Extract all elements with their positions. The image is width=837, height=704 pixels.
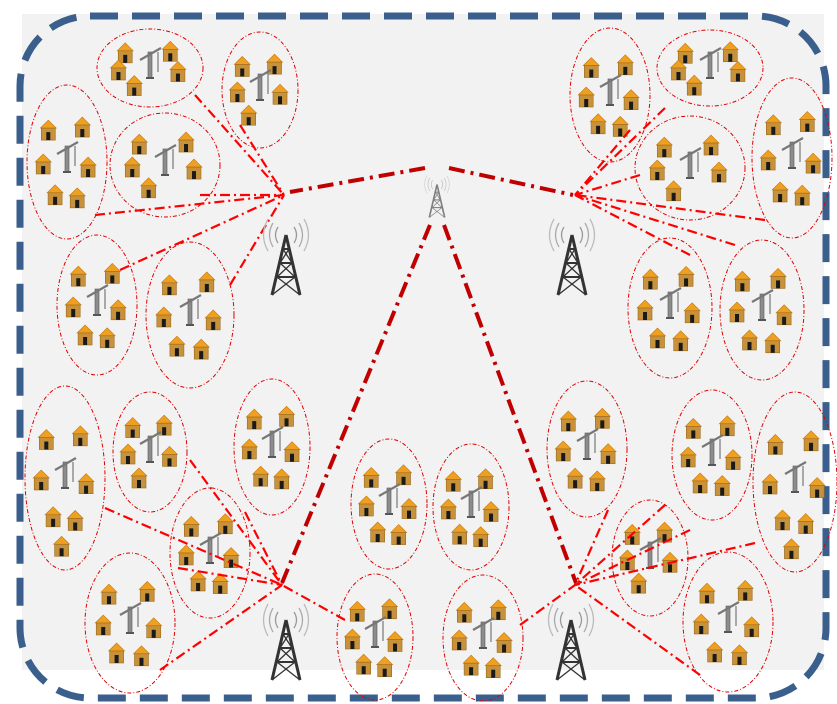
access-link bbox=[194, 94, 285, 196]
cluster-outline bbox=[627, 237, 713, 379]
cluster-outline bbox=[751, 77, 833, 239]
access-link bbox=[244, 511, 283, 586]
village-cluster bbox=[682, 551, 774, 693]
access-link bbox=[574, 193, 736, 247]
village-cluster bbox=[751, 77, 833, 239]
village-cluster bbox=[656, 29, 764, 107]
access-link bbox=[574, 193, 766, 222]
village-cluster bbox=[26, 84, 108, 240]
access-link bbox=[159, 584, 283, 671]
cluster-outline bbox=[350, 438, 428, 570]
village-cluster bbox=[442, 574, 524, 702]
access-link bbox=[573, 509, 610, 586]
access-link bbox=[574, 584, 701, 676]
access-link bbox=[239, 124, 285, 196]
access-link bbox=[574, 173, 641, 197]
village-cluster bbox=[350, 438, 428, 570]
backhaul-link bbox=[442, 224, 578, 584]
backhaul-links bbox=[280, 166, 578, 584]
cluster-outline bbox=[169, 487, 251, 619]
village-cluster bbox=[112, 391, 188, 513]
access-links bbox=[94, 94, 766, 676]
access-link bbox=[104, 506, 283, 587]
access-link bbox=[94, 193, 285, 217]
cluster-outline bbox=[84, 552, 176, 694]
cluster-outline bbox=[569, 27, 651, 163]
cluster-outline bbox=[96, 28, 204, 108]
cluster-outline bbox=[634, 115, 746, 221]
cluster-outline bbox=[442, 574, 524, 702]
cluster-outline bbox=[671, 389, 753, 521]
cluster-outline bbox=[109, 112, 221, 218]
cluster-outline bbox=[26, 84, 108, 240]
cluster-outline bbox=[145, 241, 235, 389]
access-link bbox=[281, 584, 346, 621]
access-link bbox=[574, 541, 756, 587]
village-cluster bbox=[752, 391, 837, 573]
village-cluster bbox=[233, 378, 311, 516]
cluster-outline bbox=[752, 391, 837, 573]
village-cluster bbox=[221, 31, 299, 149]
cluster-outline bbox=[546, 380, 628, 518]
backhaul-link bbox=[280, 224, 432, 584]
cluster-outline bbox=[432, 443, 510, 571]
village-cluster bbox=[634, 115, 746, 221]
access-link bbox=[574, 129, 631, 196]
access-link bbox=[229, 194, 285, 286]
access-link bbox=[189, 459, 283, 586]
village-cluster bbox=[569, 27, 651, 163]
village-cluster bbox=[719, 239, 805, 381]
cluster-outline bbox=[24, 385, 106, 571]
village-cluster bbox=[546, 380, 628, 518]
village-cluster bbox=[96, 28, 204, 108]
access-link bbox=[574, 504, 666, 586]
cluster-outline bbox=[656, 29, 764, 107]
village-cluster bbox=[432, 443, 510, 571]
coverage-area-background bbox=[22, 14, 824, 670]
backhaul-link bbox=[289, 166, 426, 194]
cluster-outline bbox=[221, 31, 299, 149]
access-link bbox=[519, 584, 576, 626]
village-cluster bbox=[627, 237, 713, 379]
village-cluster bbox=[56, 234, 138, 376]
backhaul-link bbox=[448, 166, 574, 197]
village-cluster bbox=[109, 112, 221, 218]
cluster-outline bbox=[336, 573, 414, 701]
access-link bbox=[574, 529, 691, 586]
access-link bbox=[574, 194, 691, 256]
cluster-outline bbox=[682, 551, 774, 693]
access-link bbox=[574, 107, 666, 196]
village-cluster bbox=[336, 573, 414, 701]
village-clusters bbox=[24, 27, 837, 702]
cluster-outline bbox=[56, 234, 138, 376]
village-cluster bbox=[145, 241, 235, 389]
village-cluster bbox=[24, 385, 106, 571]
access-link bbox=[177, 566, 283, 587]
cluster-outline bbox=[233, 378, 311, 516]
village-cluster bbox=[84, 552, 176, 694]
cluster-outline bbox=[112, 391, 188, 513]
cluster-outline bbox=[719, 239, 805, 381]
village-cluster bbox=[671, 389, 753, 521]
village-cluster bbox=[169, 487, 251, 619]
